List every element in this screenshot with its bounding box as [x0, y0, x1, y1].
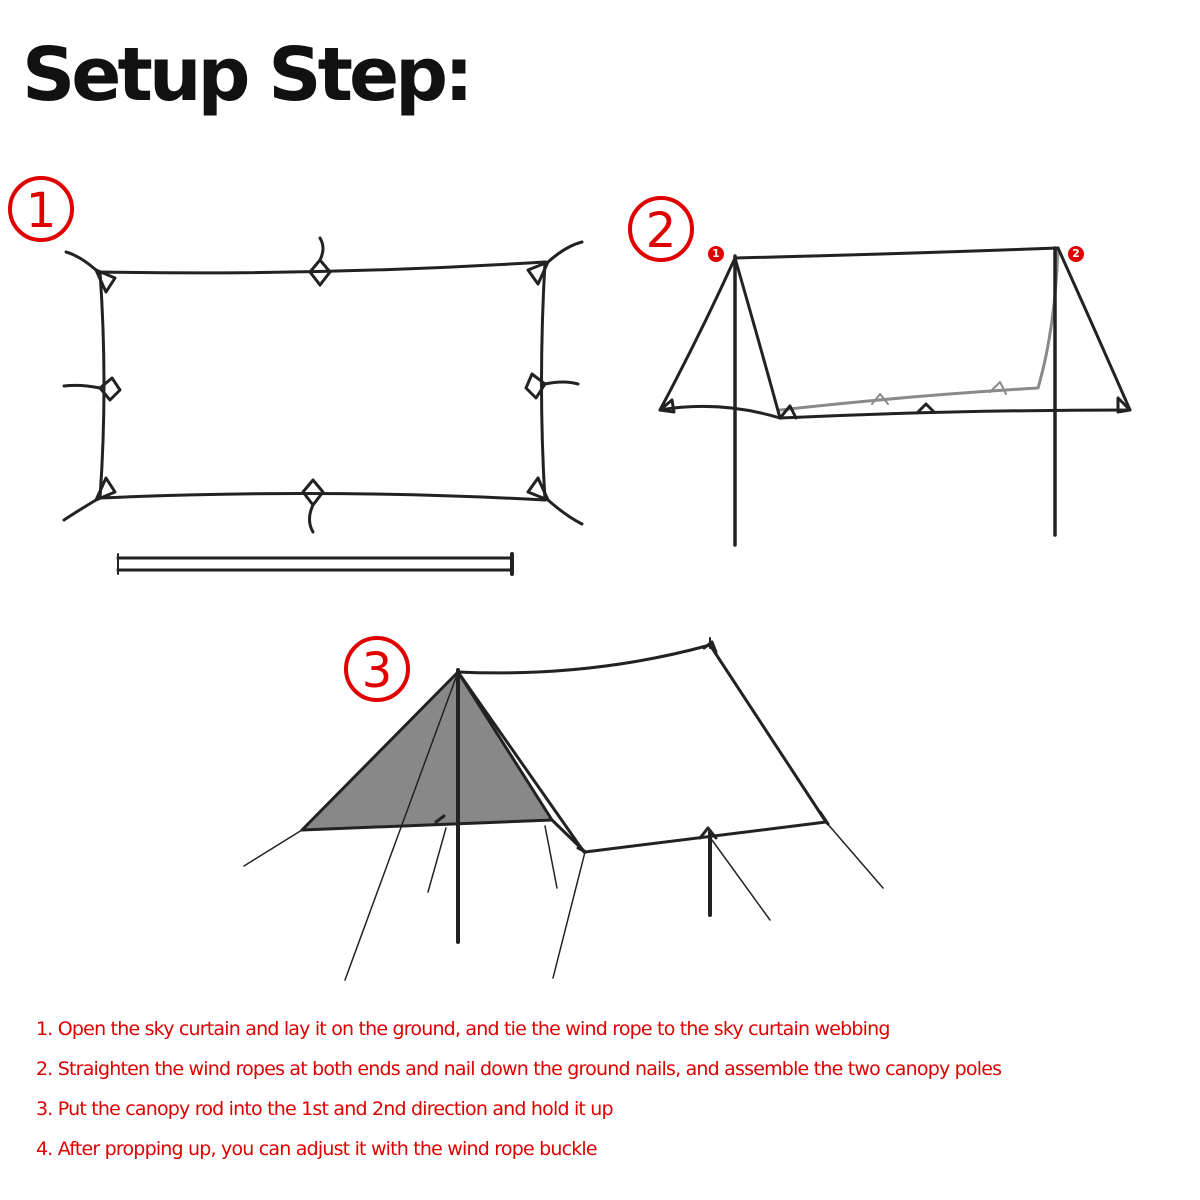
instruction-item: 4. After propping up, you can adjust it … [36, 1138, 598, 1160]
step-1-marker: ① [8, 176, 74, 242]
step-3-pitched-tarp [243, 637, 884, 981]
page-title: Setup Step: [22, 32, 474, 118]
step-2-marker: ② [628, 196, 694, 262]
svg-text:2: 2 [646, 203, 677, 259]
setup-diagram: 1 2 3 [26, 183, 1132, 981]
step-1-flat-tarp [62, 236, 584, 534]
step-digits: 1 2 3 [26, 183, 677, 699]
corner-marker-2: 2 [1068, 246, 1084, 262]
instructions-list: 1. Open the sky curtain and lay it on th… [36, 1015, 1002, 1175]
instruction-item: 3. Put the canopy rod into the 1st and 2… [36, 1098, 614, 1120]
step-2-raised-tarp [658, 246, 1132, 547]
instruction-item: 2. Straighten the wind ropes at both end… [36, 1058, 1002, 1080]
step-3-marker: ③ [344, 636, 410, 702]
step-1-poles [116, 552, 514, 576]
instruction-item: 1. Open the sky curtain and lay it on th… [36, 1018, 890, 1040]
svg-text:1: 1 [26, 183, 57, 239]
svg-text:3: 3 [362, 643, 393, 699]
corner-marker-1: 1 [708, 246, 724, 262]
